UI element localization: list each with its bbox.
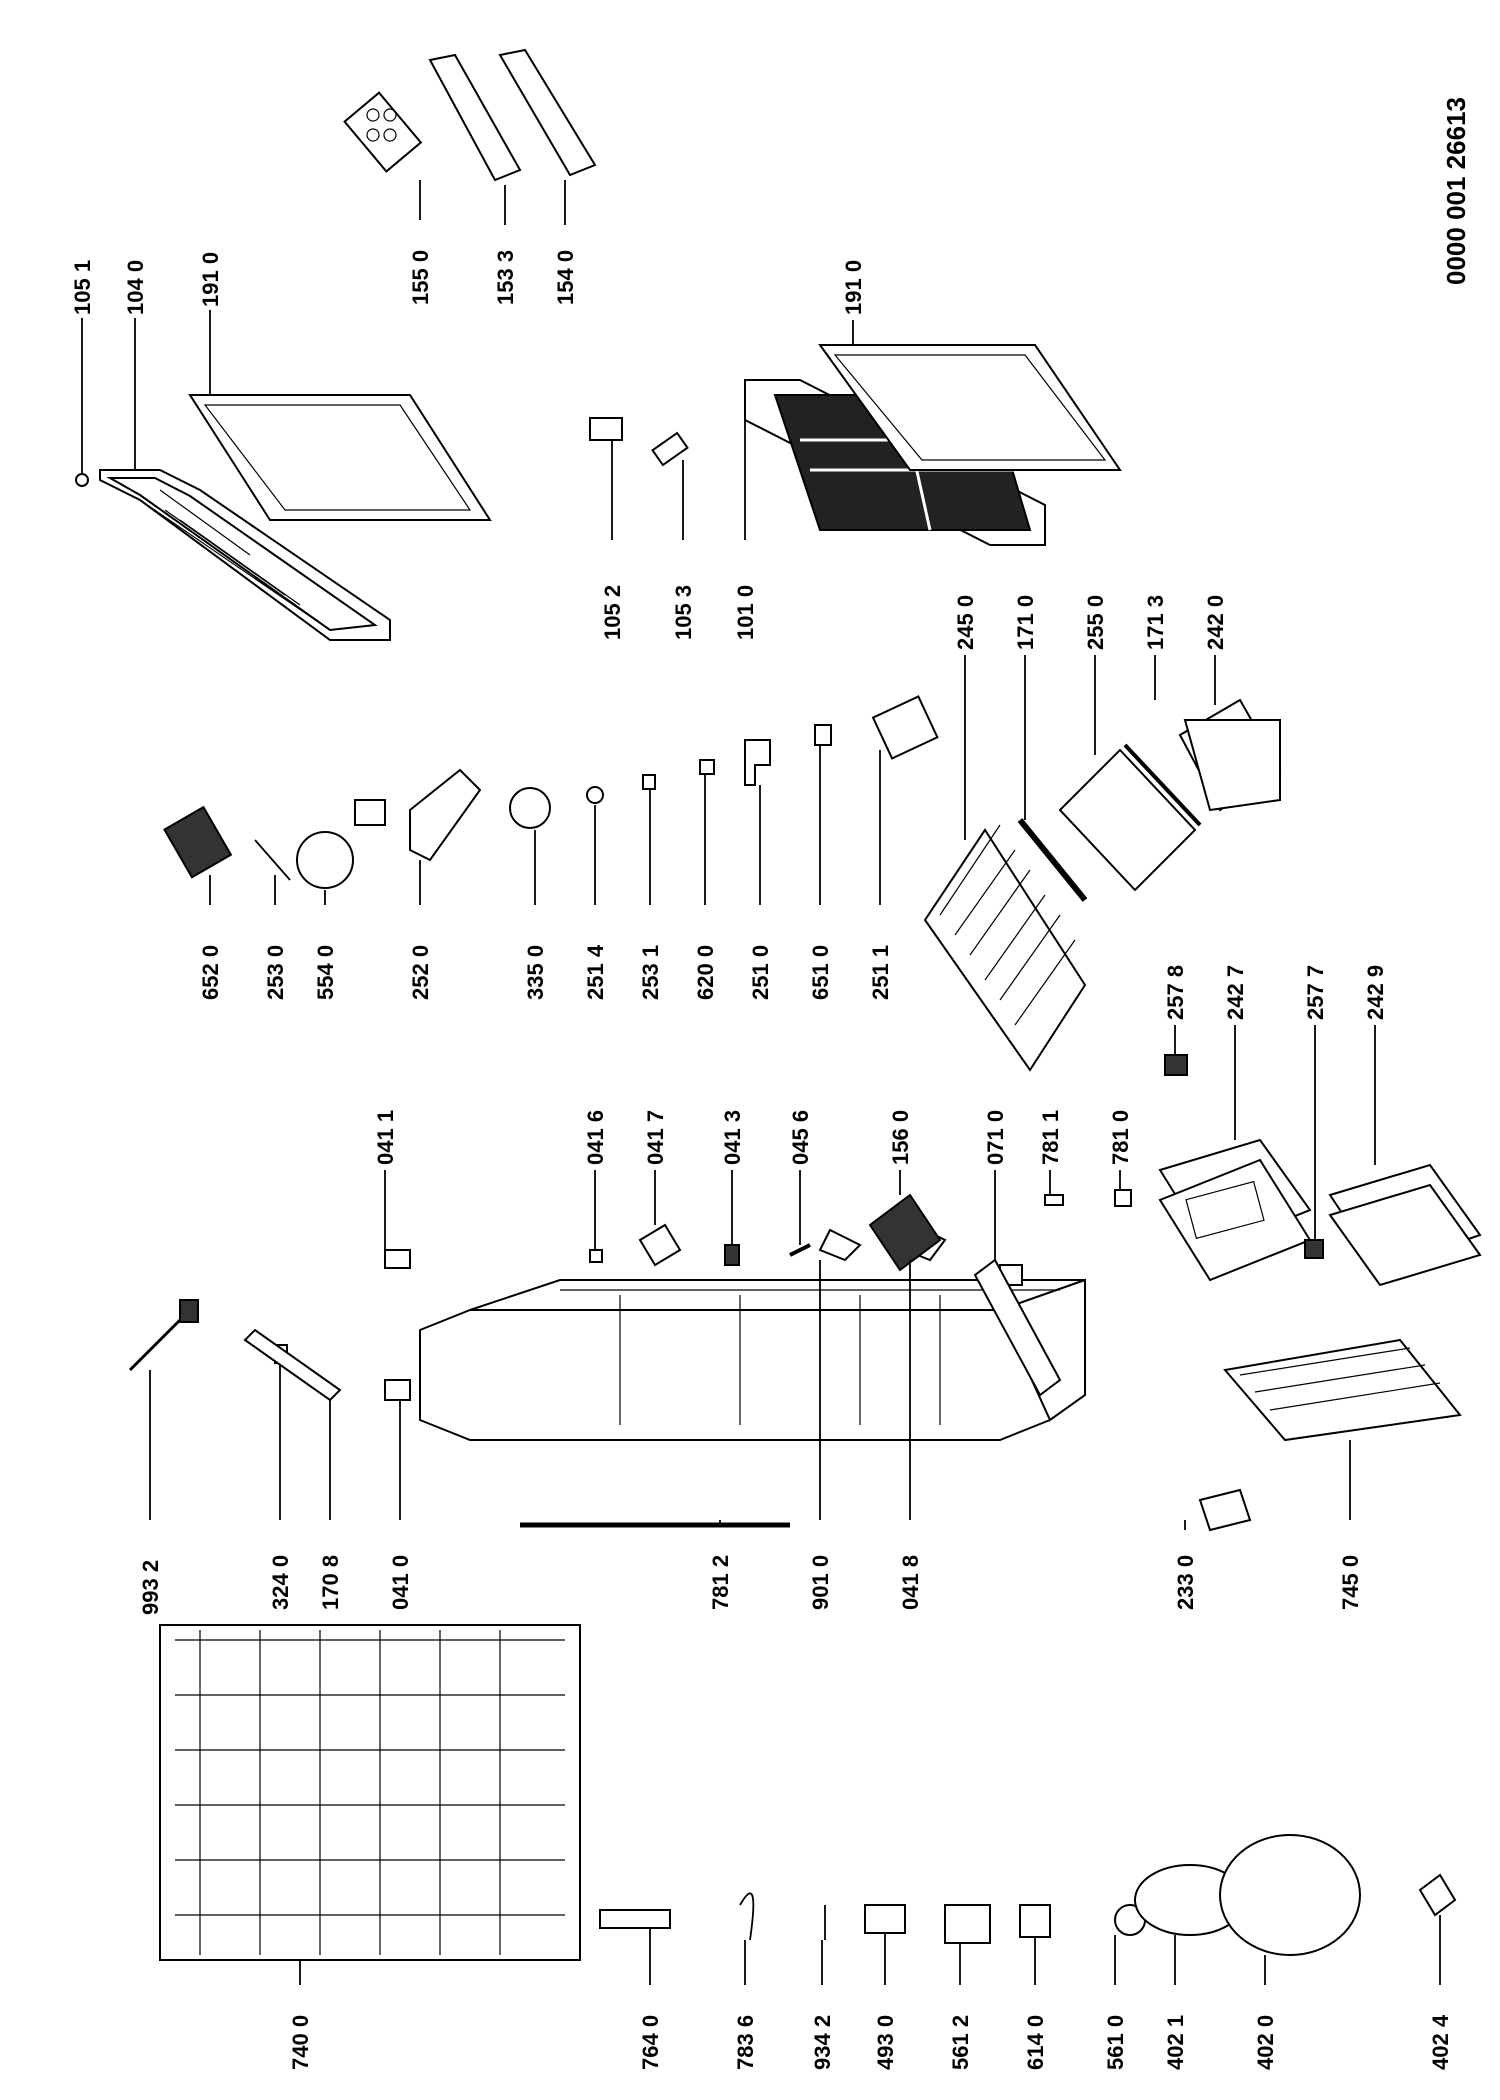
part-label-402-1: 402 1 — [1163, 2015, 1188, 2070]
part-label-651-0: 651 0 — [808, 945, 833, 1000]
part-label-252-0: 252 0 — [408, 945, 433, 1000]
part-label-041-6: 041 6 — [583, 1110, 608, 1165]
evaporator-drawing — [1198, 1338, 1462, 1532]
part-label-781-0: 781 0 — [1108, 1110, 1133, 1165]
part-label-071-0: 071 0 — [983, 1110, 1008, 1165]
part-label-233-0: 233 0 — [1173, 1555, 1198, 1610]
part-label-251-0: 251 0 — [748, 945, 773, 1000]
part-label-191-0-b: 191 0 — [841, 260, 866, 315]
part-label-402-4: 402 4 — [1428, 2014, 1453, 2070]
part-label-155-0: 155 0 — [408, 250, 433, 305]
part-label-041-0: 041 0 — [388, 1555, 413, 1610]
part-label-170-8: 170 8 — [318, 1555, 343, 1610]
compressor-parts-drawing — [599, 1834, 1457, 1956]
part-label-154-0: 154 0 — [553, 250, 578, 305]
part-label-934-2: 934 2 — [810, 2015, 835, 2070]
part-label-620-0: 620 0 — [693, 945, 718, 1000]
part-label-242-0: 242 0 — [1203, 595, 1228, 650]
part-label-041-3: 041 3 — [720, 1110, 745, 1165]
part-label-493-0: 493 0 — [873, 2015, 898, 2070]
part-label-104-0: 104 0 — [123, 260, 148, 315]
part-label-764-0: 764 0 — [638, 2015, 663, 2070]
part-label-783-6: 783 6 — [733, 2015, 758, 2070]
part-label-242-7: 242 7 — [1223, 965, 1248, 1020]
cabinet-drawing — [419, 1278, 1086, 1441]
part-label-257-8: 257 8 — [1163, 965, 1188, 1020]
part-label-251-1: 251 1 — [868, 945, 893, 1000]
part-label-105-1: 105 1 — [70, 260, 95, 315]
part-label-101-0: 101 0 — [733, 585, 758, 640]
part-label-242-9: 242 9 — [1363, 965, 1388, 1020]
part-label-324-0: 324 0 — [268, 1555, 293, 1610]
part-label-041-8: 041 8 — [898, 1555, 923, 1610]
part-label-561-2: 561 2 — [948, 2015, 973, 2070]
screw-icon — [75, 473, 89, 487]
part-label-614-0: 614 0 — [1023, 2015, 1048, 2070]
control-parts-drawing — [163, 695, 939, 889]
condenser-drawing — [159, 1624, 581, 1961]
part-label-251-4: 251 4 — [583, 944, 608, 1000]
part-label-105-3: 105 3 — [671, 585, 696, 640]
part-label-781-2: 781 2 — [708, 1555, 733, 1610]
part-label-156-0: 156 0 — [888, 1110, 913, 1165]
part-label-245-0: 245 0 — [953, 595, 978, 650]
part-label-153-3: 153 3 — [493, 250, 518, 305]
door-bins-drawing — [589, 1193, 1062, 1397]
part-label-253-0: 253 0 — [263, 945, 288, 1000]
part-label-171-0: 171 0 — [1013, 595, 1038, 650]
document-code: 0000 001 26613 — [1441, 97, 1471, 285]
leader-lines — [81, 180, 1441, 1985]
part-label-652-0: 652 0 — [198, 945, 223, 1000]
part-label-255-0: 255 0 — [1083, 595, 1108, 650]
part-label-105-2: 105 2 — [600, 585, 625, 640]
part-label-740-0: 740 0 — [288, 2015, 313, 2070]
part-label-171-3: 171 3 — [1143, 595, 1168, 650]
part-label-191-0: 191 0 — [198, 252, 223, 307]
part-label-253-1: 253 1 — [638, 945, 663, 1000]
part-label-335-0: 335 0 — [523, 945, 548, 1000]
part-label-041-1: 041 1 — [373, 1110, 398, 1165]
hinge-parts-drawing — [589, 417, 689, 467]
part-label-745-0: 745 0 — [1338, 1555, 1363, 1610]
part-label-993-2: 993 2 — [138, 1560, 163, 1615]
part-label-781-1: 781 1 — [1038, 1110, 1063, 1165]
part-label-561-0: 561 0 — [1103, 2015, 1128, 2070]
part-label-045-6: 045 6 — [788, 1110, 813, 1165]
part-label-554-0: 554 0 — [313, 945, 338, 1000]
part-labels: 105 1 104 0 191 0 155 0 153 3 154 0 191 … — [70, 250, 1453, 2070]
part-label-257-7: 257 7 — [1303, 965, 1328, 1020]
door-gasket-drawing — [188, 394, 492, 521]
part-label-402-0: 402 0 — [1253, 2015, 1278, 2070]
part-label-041-7: 041 7 — [643, 1110, 668, 1165]
door-assembly-drawing — [75, 469, 391, 641]
part-label-901-0: 901 0 — [808, 1555, 833, 1610]
door-shelves-drawing — [343, 48, 597, 182]
freezer-door-drawing — [744, 344, 1122, 546]
crisper-drawers-drawing — [1158, 719, 1482, 1287]
